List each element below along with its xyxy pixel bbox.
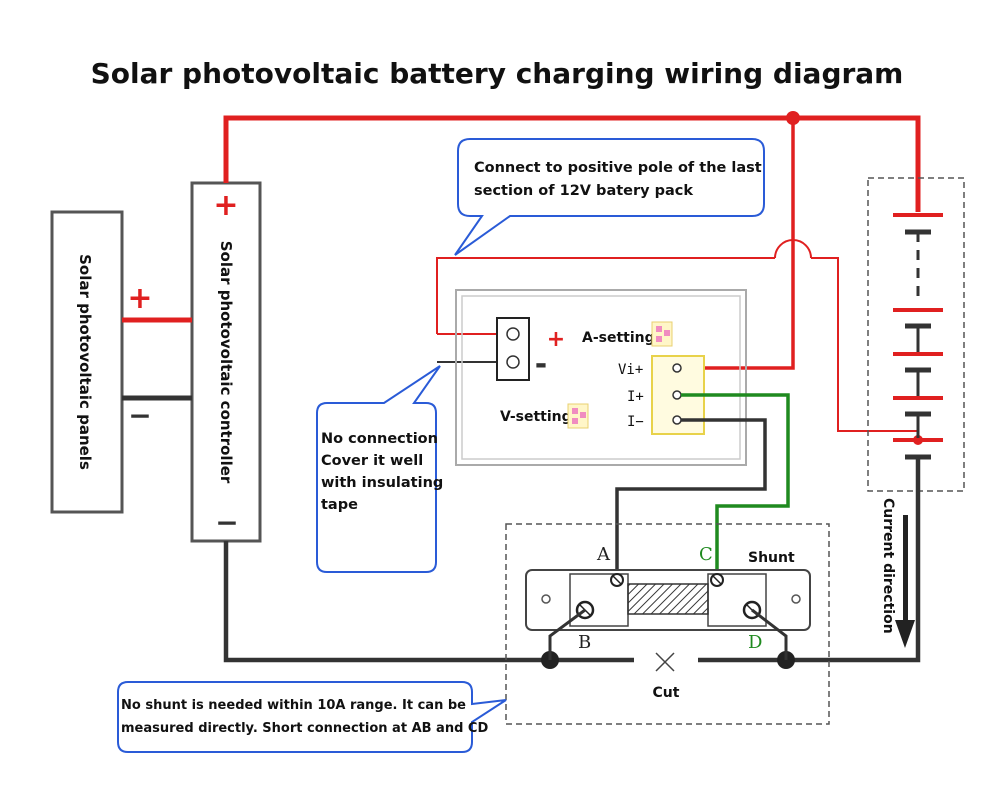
a-setting-potentiometer[interactable] [651,321,673,347]
shunt-label: Shunt [748,550,795,566]
pin-label-i-minus: I− [627,414,644,430]
power-terminal-block [496,317,530,381]
negative-return-wire-left [223,541,550,663]
main-positive-wire [223,115,921,212]
meter-inner-frame [461,295,741,460]
power-terminal-minus [506,355,520,369]
negative-return-wire-right [786,457,921,663]
panel-minus-sign: − [128,399,151,432]
meter-outer-frame [455,289,747,466]
battery-cells [893,213,943,460]
vi-plus-wire [680,118,795,370]
controller-plus-sign: + [213,188,238,223]
terminal-letter-b: B [578,632,591,653]
battery-pack-outline [867,177,965,492]
meter-power-wire-right [811,257,918,432]
shunt-outline [505,523,830,725]
pin-label-i-plus: I+ [627,389,644,405]
i-plus-sense-wire [681,393,790,578]
callout-no-connection-line1: No connection [321,431,438,447]
i-minus-sense-wire [615,418,767,578]
screw-a [610,573,624,587]
terminal-letter-d: D [748,632,762,653]
meter-plus-sign: + [547,327,565,352]
current-direction-label: Current direction [880,498,896,634]
shunt-d-lead [751,608,788,660]
shunt-mount-hole-right [791,594,801,604]
callout-no-connection: No connection Cover it well with insulat… [316,365,443,573]
controller-minus-sign: − [215,506,238,539]
wire-hop [774,239,812,259]
callout-shunt-note-line1: No shunt is needed within 10A range. It … [121,698,466,713]
controller-box [190,181,262,543]
panel-plus-sign: + [127,281,152,316]
terminal-i-minus [672,415,682,425]
terminal-letter-c: C [699,544,713,565]
power-terminal-plus [506,327,520,341]
callout-positive-pole-line2: section of 12V batery pack [474,183,693,199]
solar-panels-box [50,210,124,514]
terminal-vi-plus [672,363,682,373]
cut-label: Cut [653,685,680,701]
v-setting-potentiometer[interactable] [567,403,589,429]
cut-mark-icon [655,652,675,672]
a-setting-label: A-setting [582,330,655,346]
solar-panels-label: Solar photovoltaic panels [76,254,94,470]
callout-shunt-note: No shunt is needed within 10A range. It … [117,681,507,753]
shunt-mount-hole-left [541,594,551,604]
meter-minus-sign: - [535,347,547,382]
screw-c [710,573,724,587]
v-setting-label: V-setting [500,409,572,425]
callout-no-connection-line4: tape [321,497,358,513]
diagram-title: Solar photovoltaic battery charging wiri… [91,57,904,90]
terminal-letter-a: A [596,544,611,565]
current-direction-arrow [895,515,915,648]
callout-positive-pole: Connect to positive pole of the last sec… [454,138,765,256]
terminal-i-plus [672,390,682,400]
callout-no-connection-line3: with insulating [321,475,443,491]
meter-power-wire-left [436,257,775,334]
callout-no-connection-line2: Cover it well [321,453,423,469]
shunt-b-lead [548,608,586,660]
callout-positive-pole-line1: Connect to positive pole of the last [474,160,762,176]
pin-label-vi-plus: Vi+ [618,362,643,378]
callout-shunt-note-line2: measured directly. Short connection at A… [121,721,488,736]
controller-label: Solar photovoltaic controller [217,241,235,484]
shunt-resistor-element [627,583,709,615]
